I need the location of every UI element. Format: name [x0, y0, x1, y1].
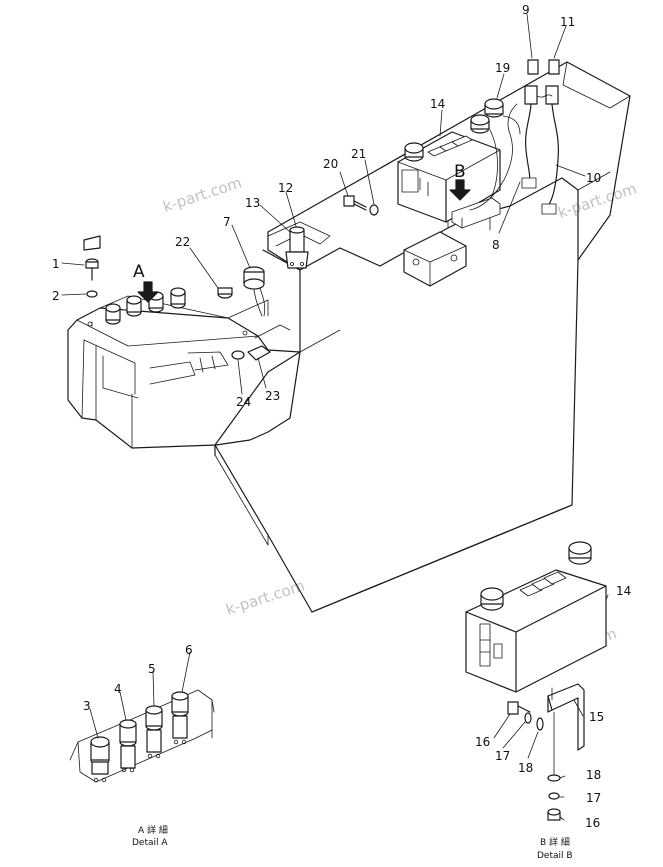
detail-a-caption-jp: A 詳 細 — [138, 824, 168, 836]
screw-and-washer — [83, 235, 101, 298]
watermark: k-part.com — [556, 179, 639, 221]
panel-switches — [105, 287, 186, 325]
part-number-21: 21 — [351, 147, 366, 161]
relay-box — [403, 231, 467, 287]
part-number-16-detail-left: 16 — [475, 735, 490, 749]
bolt-and-washer — [343, 195, 379, 216]
part-number-11: 11 — [560, 15, 575, 29]
key-switch — [285, 226, 309, 269]
part-number-7: 7 — [223, 215, 231, 229]
part-number-18-detail-left: 18 — [518, 761, 533, 775]
leader-lines — [61, 13, 609, 821]
part-number-15: 15 — [589, 710, 604, 724]
part-number-8: 8 — [492, 238, 500, 252]
part-number-3: 3 — [83, 699, 91, 713]
console-body — [67, 61, 631, 613]
part-number-17-detail-left: 17 — [495, 749, 510, 763]
part-number-2: 2 — [52, 289, 60, 303]
part-number-20: 20 — [323, 157, 338, 171]
plug-cap — [217, 287, 233, 299]
battery-bracket — [451, 197, 501, 229]
part-number-16-detail-stack: 16 — [585, 816, 600, 830]
detail-a: A 詳 細 Detail A — [69, 689, 215, 848]
part-number-5: 5 — [148, 662, 156, 676]
detail-b-caption-jp: B 詳 細 — [540, 836, 570, 848]
part-number-19: 19 — [495, 61, 510, 75]
part-number-14: 14 — [430, 97, 445, 111]
socket-connector — [243, 266, 266, 317]
part-number-18-detail-stack: 18 — [586, 768, 601, 782]
part-number-23: 23 — [265, 389, 280, 403]
view-b-letter: B — [454, 162, 466, 182]
detail-b-caption-en: Detail B — [537, 851, 573, 861]
part-number-12: 12 — [278, 181, 293, 195]
view-arrow-b: B — [449, 162, 471, 201]
part-number-24: 24 — [236, 395, 251, 409]
part-number-17-detail-stack: 17 — [586, 791, 601, 805]
battery-main — [397, 114, 501, 223]
part-number-13: 13 — [245, 196, 260, 210]
part-number-4: 4 — [114, 682, 122, 696]
detail-a-caption-en: Detail A — [132, 838, 168, 848]
view-arrow-a: A — [133, 262, 159, 303]
part-number-22: 22 — [175, 235, 190, 249]
part-numbers: 1 2 3 4 5 6 7 8 9 10 11 12 13 14 14 15 1… — [52, 3, 631, 830]
part-number-10: 10 — [586, 171, 601, 185]
detail-b: B 詳 細 Detail B — [465, 541, 607, 861]
part-number-14-detail: 14 — [616, 584, 631, 598]
watermark: k-part.com — [161, 173, 244, 215]
view-a-letter: A — [133, 262, 145, 282]
part-number-6: 6 — [185, 643, 193, 657]
part-number-1: 1 — [52, 257, 60, 271]
part-number-9: 9 — [522, 3, 530, 17]
fuse-holder — [484, 98, 521, 135]
wiring-harness — [469, 59, 560, 215]
watermark: k-part.com — [224, 576, 307, 618]
grommets — [231, 345, 271, 361]
